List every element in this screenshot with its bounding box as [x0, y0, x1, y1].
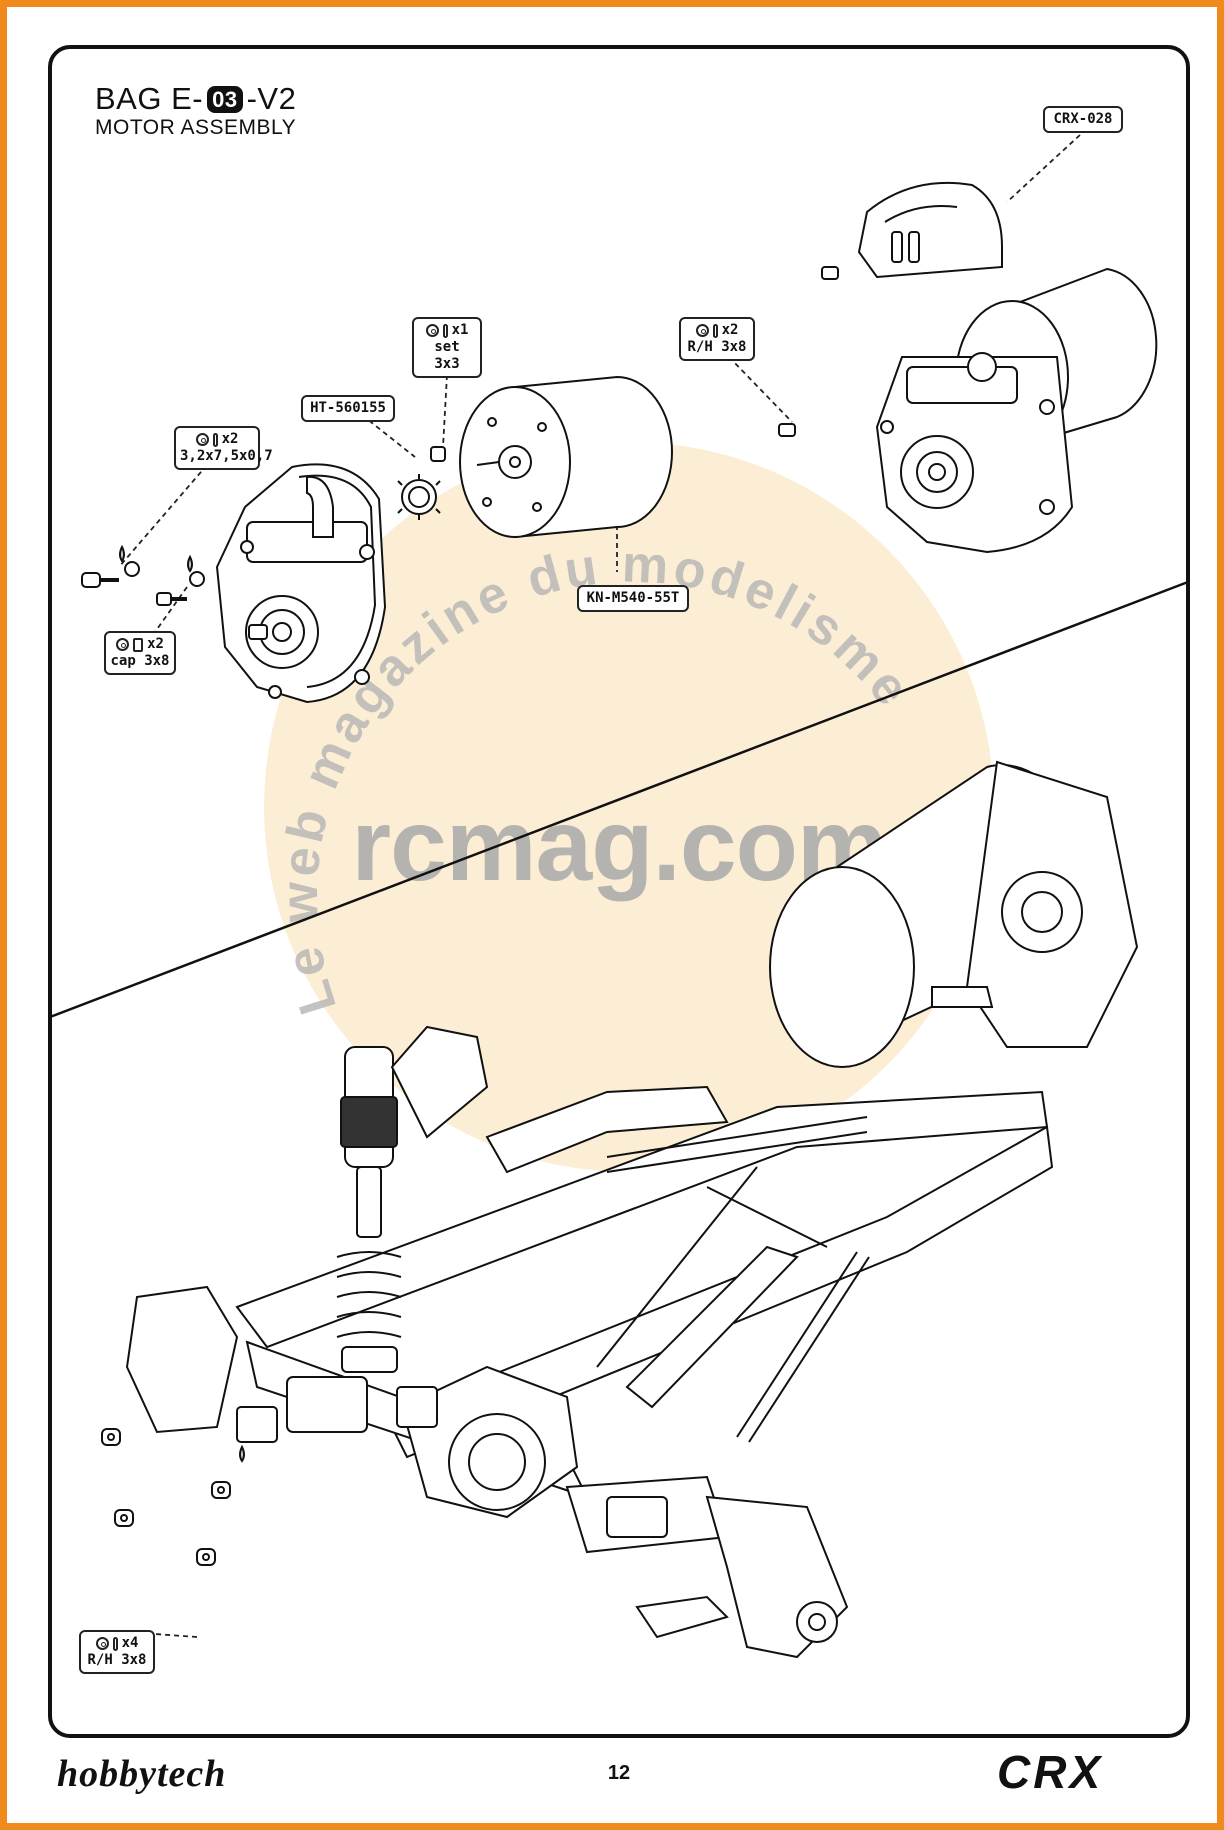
motor-on-chassis — [769, 760, 1139, 1068]
crx-logo-text: CRX — [997, 1746, 1104, 1798]
screws-left — [81, 266, 839, 606]
hardware-tag-rh-screw-top: x2 R/H 3x8 — [679, 317, 755, 361]
cap-screw-side-icon — [133, 637, 144, 652]
washer-qty: x2 — [221, 431, 239, 447]
shock-absorber — [336, 1025, 489, 1373]
section-divider — [49, 580, 1189, 1019]
front-axle — [125, 1285, 849, 1659]
hardware-icons: x2 — [685, 322, 749, 339]
page-number: 12 — [607, 1762, 631, 1784]
part-number-motor: KN-M540-55T — [586, 590, 680, 606]
gearbox-cover — [857, 181, 1003, 279]
pinion-gear — [397, 446, 446, 520]
screw-side-icon — [712, 323, 718, 338]
motor-can — [459, 375, 673, 539]
hardware-icons: x4 — [85, 1635, 149, 1652]
bag-number-badge: 03 — [207, 85, 243, 113]
set-screw-size: set 3x3 — [434, 339, 460, 372]
rh-screw-bottom-size: R/H 3x8 — [87, 1652, 147, 1668]
part-number-ht560155: HT-560155 — [310, 400, 386, 416]
rh-screw-bottom-qty: x4 — [121, 1635, 139, 1651]
gearbox-right-assembled — [875, 267, 1158, 554]
links — [596, 1116, 870, 1443]
crx-logo: CRX — [997, 1745, 1103, 1799]
hobbytech-logo-text: hobbytech — [57, 1753, 227, 1795]
set-screw-qty: x1 — [451, 322, 469, 338]
rh-screw-top-size: R/H 3x8 — [687, 339, 747, 355]
bag-title-block: BAG E-03-V2 MOTOR ASSEMBLY — [95, 81, 296, 140]
hardware-icons: x2 — [180, 431, 254, 448]
screw-side-icon — [442, 323, 448, 338]
content-frame — [48, 45, 1190, 1738]
bag-prefix: BAG E- — [95, 81, 204, 116]
part-tag-crx028: CRX-028 — [1043, 106, 1123, 133]
washer-icon — [116, 638, 130, 651]
screw-side-icon — [112, 1636, 118, 1651]
watermark-site-text: rcmag.com — [351, 788, 887, 902]
hardware-icons: x2 — [110, 636, 170, 653]
washer-icon — [695, 324, 709, 337]
rh-screw-top-qty: x2 — [721, 322, 739, 338]
cap-screw-size: cap 3x8 — [110, 653, 170, 669]
gearbox-left — [215, 463, 387, 704]
chassis-frame — [235, 1085, 1054, 1459]
hardware-tag-rh-screw-bottom: x4 R/H 3x8 — [79, 1630, 155, 1674]
assembly-illustration — [49, 134, 1189, 1659]
washer-icon — [425, 324, 439, 337]
hardware-icons: x1 — [418, 322, 476, 339]
washer-size: 3,2x7,5x0,7 — [180, 448, 273, 464]
hobbytech-logo: hobbytech — [57, 1752, 226, 1796]
cap-screw-qty: x2 — [147, 636, 164, 652]
washer-icon — [195, 433, 209, 446]
hardware-tag-set-screw: x1 set 3x3 — [412, 317, 482, 378]
bag-title: BAG E-03-V2 — [95, 81, 296, 117]
part-tag-ht560155: HT-560155 — [301, 395, 395, 422]
washer-side-icon — [212, 432, 218, 447]
hardware-tag-washer: x2 3,2x7,5x0,7 — [174, 426, 273, 470]
part-tag-motor: KN-M540-55T — [577, 585, 689, 612]
hardware-tag-cap-screw: x2 cap 3x8 — [104, 631, 176, 675]
part-number-crx028: CRX-028 — [1053, 111, 1113, 127]
screws-bottom — [101, 1428, 245, 1566]
washer-icon — [95, 1637, 109, 1650]
bag-subtitle: MOTOR ASSEMBLY — [95, 116, 297, 139]
bag-suffix: -V2 — [246, 81, 297, 116]
